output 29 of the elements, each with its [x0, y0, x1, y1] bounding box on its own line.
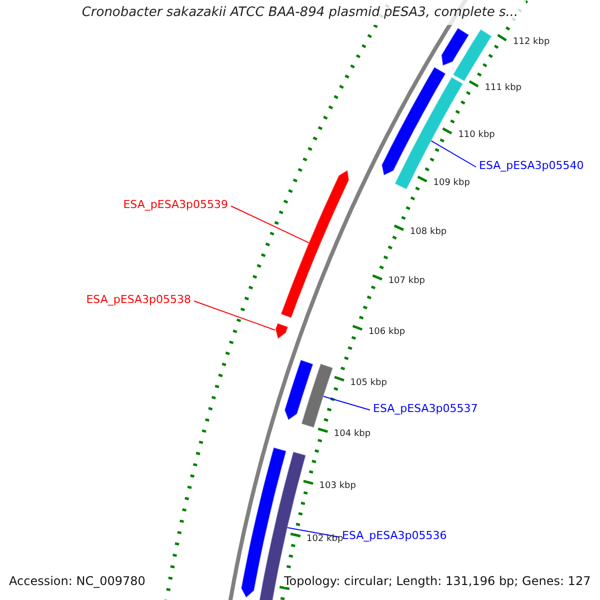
gene-label: ESA_pESA3p05538: [86, 294, 191, 305]
topology-text: Topology: circular; Length: 131,196 bp; Genes: 127: [284, 575, 591, 587]
leader-line: [230, 206, 310, 244]
leader-line: [194, 300, 276, 331]
gene-feature: [280, 169, 350, 319]
scale-label: 103 kbp: [319, 482, 356, 492]
scale-label: 102 kbp: [306, 534, 344, 544]
gene-feature: [440, 27, 470, 66]
leader-line: [286, 527, 340, 538]
gene-feature: [452, 28, 492, 82]
gene-feature: [381, 66, 446, 176]
accession-text: Accession: NC_009780: [9, 575, 146, 587]
scale-label: 107 kbp: [388, 277, 426, 286]
gene-label: ESA_pESA3p05536: [342, 530, 447, 541]
gene-label: ESA_pESA3p05537: [373, 403, 478, 414]
scale-label: 105 kbp: [350, 378, 387, 388]
scale-label: 104 kbp: [334, 430, 371, 440]
scale-label: 108 kbp: [410, 228, 447, 237]
scale-label: 111 kbp: [484, 84, 522, 93]
leader-line: [430, 140, 476, 168]
scale-label: 109 kbp: [433, 178, 470, 188]
gene-label: ESA_pESA3p05539: [123, 199, 228, 210]
gene-label: ESA_pESA3p05540: [479, 160, 584, 171]
gene-feature: [284, 359, 314, 421]
scale-label: 106 kbp: [368, 328, 406, 337]
scale-label: 110 kbp: [458, 130, 495, 140]
gene-feature: [300, 363, 334, 428]
gene-feature: [274, 322, 289, 340]
leader-line: [323, 396, 370, 410]
